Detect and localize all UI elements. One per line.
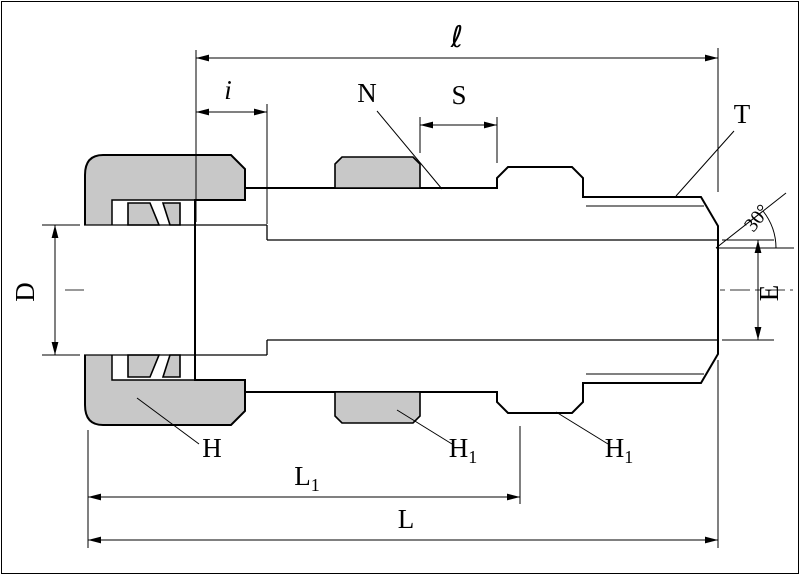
dim-i: i <box>196 75 268 224</box>
label-e: E <box>754 285 784 302</box>
nut-front-opening <box>84 224 113 356</box>
label-t: T <box>734 99 751 129</box>
label-h: H <box>202 433 222 463</box>
angle-arc <box>762 210 777 249</box>
leader-line <box>555 411 609 445</box>
fitting-body <box>194 166 719 414</box>
dim-l: L <box>88 360 719 548</box>
callout-h1-body: H1 <box>555 411 634 467</box>
leader-line <box>136 397 200 445</box>
leader-line <box>376 110 443 190</box>
leader-line <box>675 130 735 197</box>
leader-line <box>396 409 453 445</box>
label-h1: H1 <box>605 433 634 467</box>
label-l: L <box>398 504 415 534</box>
dim-s: S <box>419 80 498 163</box>
body-outline <box>194 166 719 414</box>
callout-n: N <box>357 78 443 190</box>
label-s: S <box>451 80 466 110</box>
label-n: N <box>357 78 377 108</box>
dim-d: D <box>10 224 80 356</box>
bore-lines <box>84 224 718 356</box>
label-h1: H1 <box>449 433 478 467</box>
dim-e: E <box>722 239 784 341</box>
callout-h1-locknut: H1 <box>396 409 478 467</box>
bulkhead-locknut <box>334 156 421 424</box>
label-d: D <box>10 282 40 302</box>
callout-t: T <box>675 99 751 197</box>
dim-l1: L1 <box>87 426 521 548</box>
angle-slant-line <box>715 192 787 249</box>
label-i: i <box>224 75 232 105</box>
callout-h: H <box>136 397 222 463</box>
label-l1: L1 <box>294 461 320 495</box>
locknut-top <box>334 156 421 189</box>
label-ell: ℓ <box>450 20 463 55</box>
locknut-bottom <box>334 391 421 424</box>
dim-ell: ℓ <box>195 20 719 222</box>
